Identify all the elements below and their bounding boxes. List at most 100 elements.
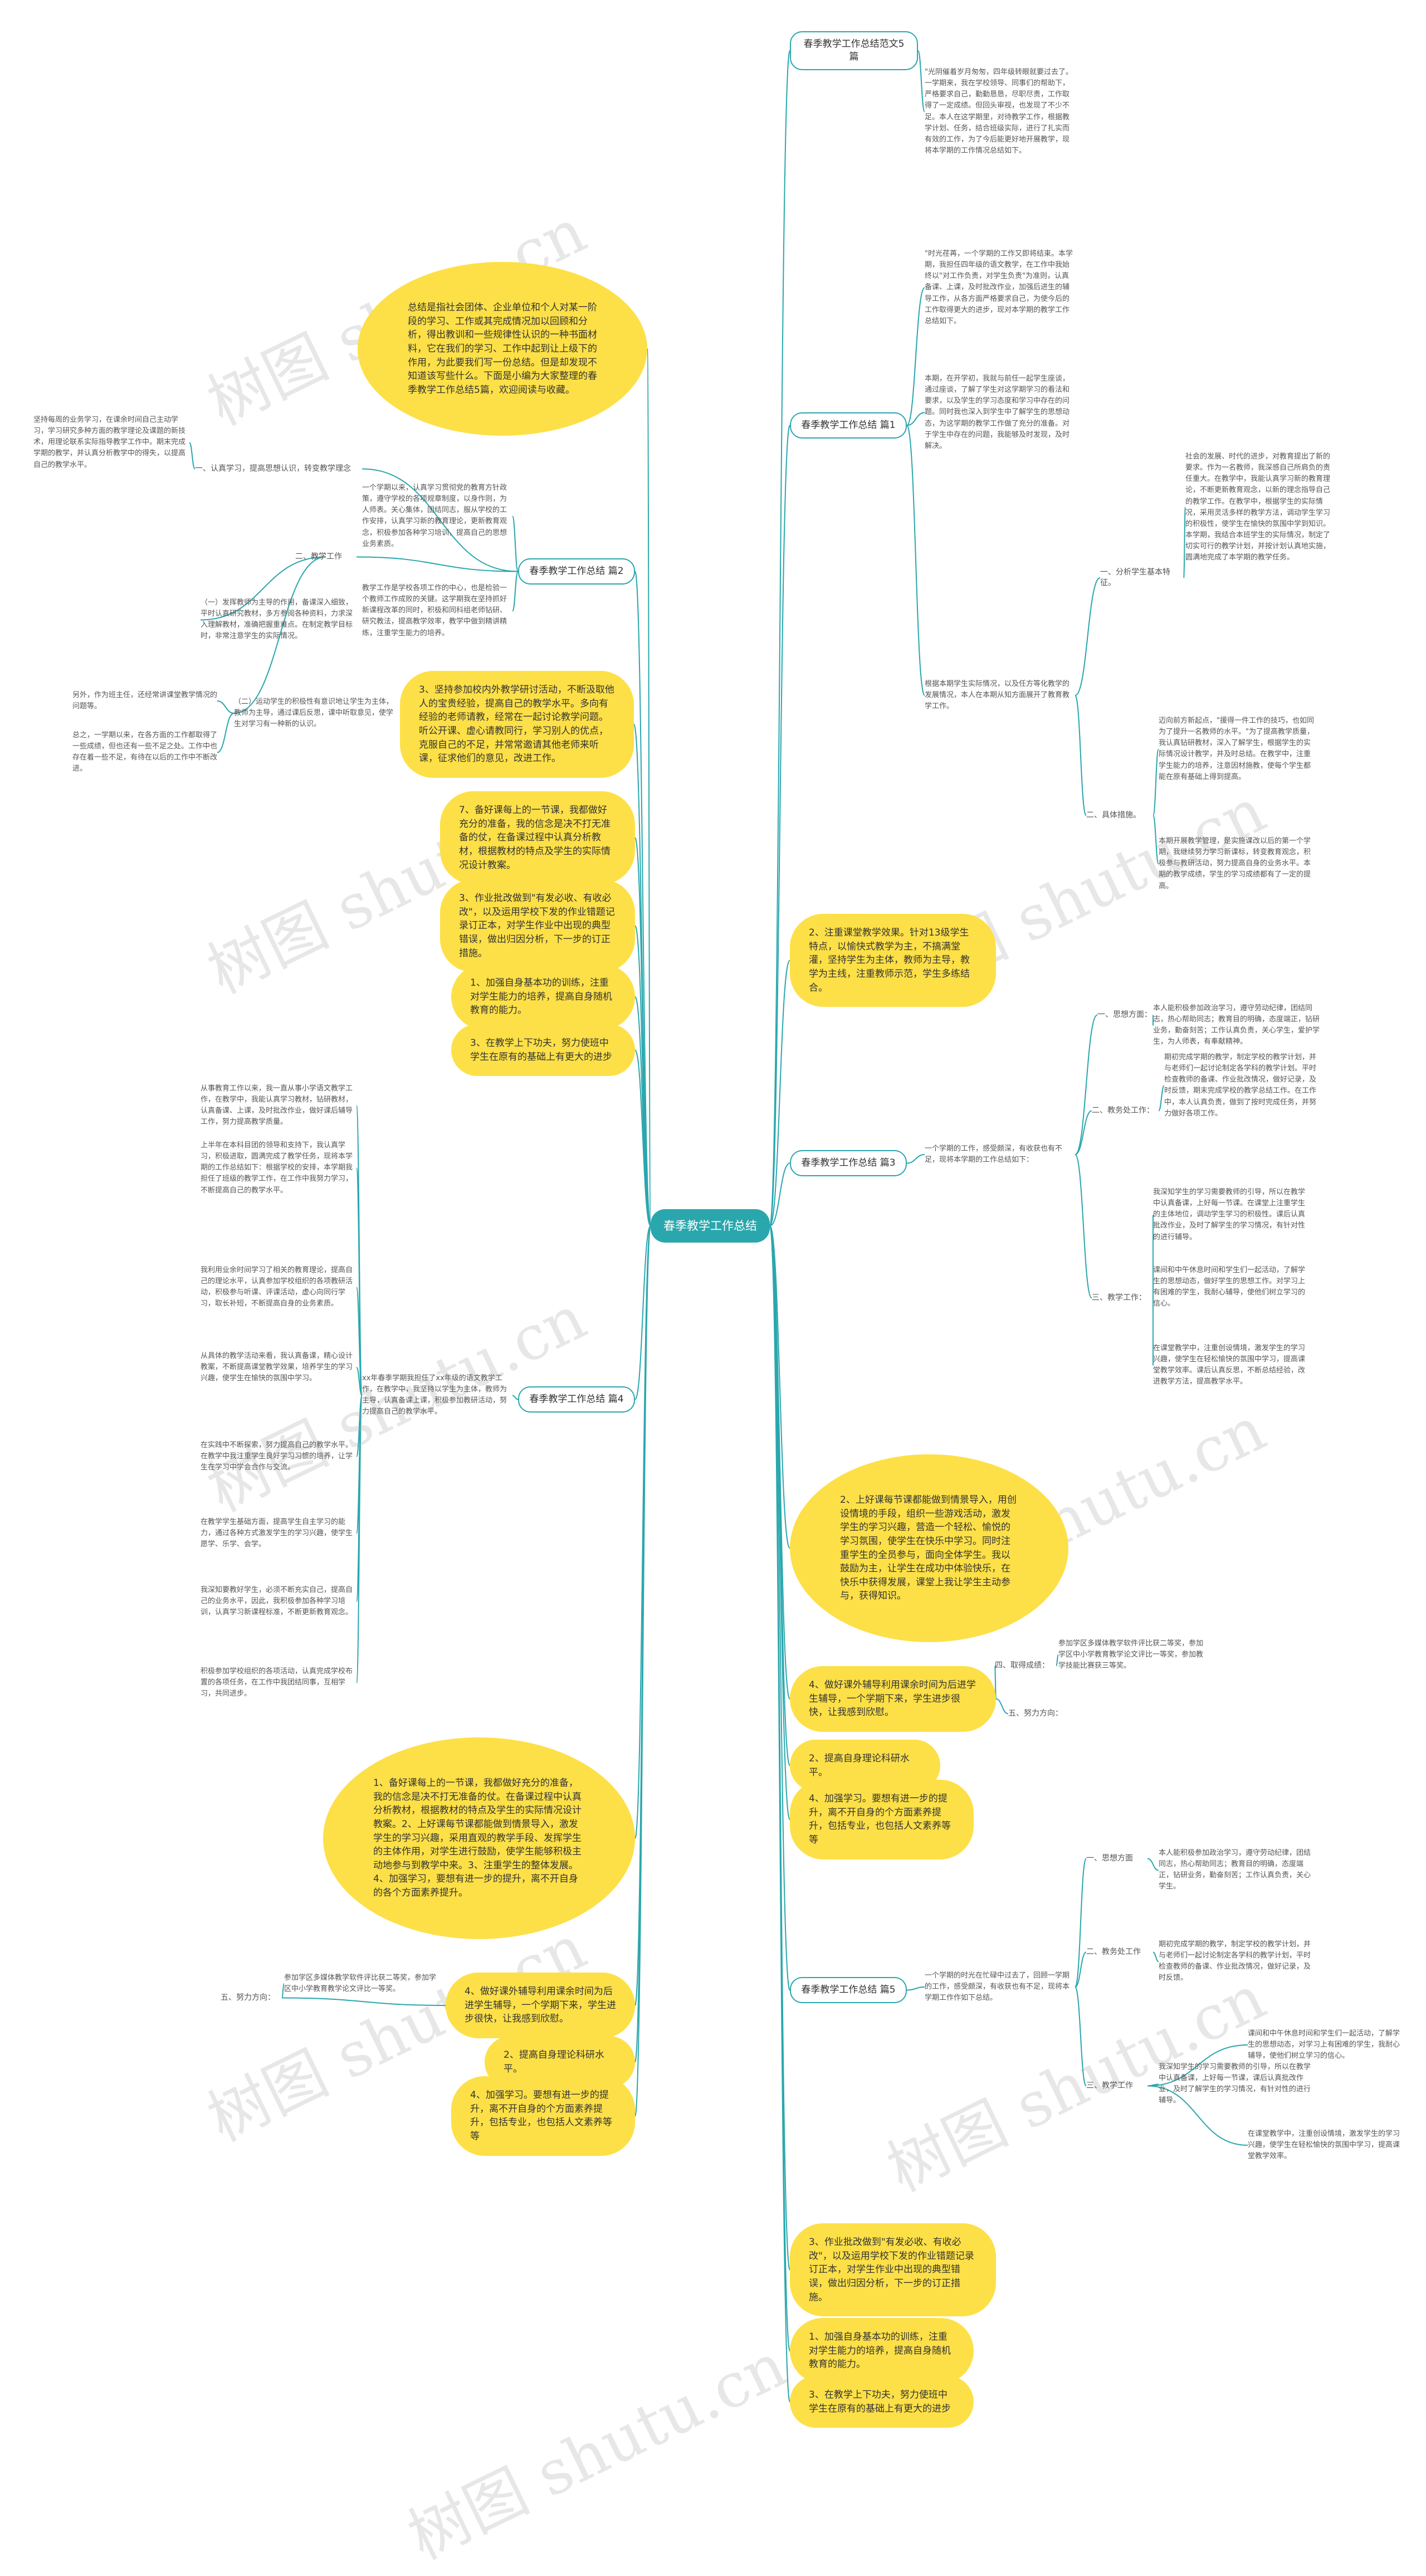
connector-line (769, 1225, 790, 2403)
root-topic[interactable]: 春季教学工作总结 (651, 1209, 770, 1243)
leaf-text: 期初完成学期的教学，制定学校的教学计划，并与老师们一起讨论制定各学科的教学计划，… (1159, 1940, 1311, 1983)
bubble-2-lessons: 2、上好课每节课都能做到情景导入，用创设情境的手段，组织一些游戏活动，激发学生的… (790, 1454, 1068, 1643)
connector-line (356, 556, 519, 572)
connector-line (917, 50, 925, 113)
leaf-text: 课间和中午休息时间和学生们一起活动，了解学生的思想动态，做好学生的思想工作。对学… (1153, 1266, 1306, 1308)
connector-line (995, 1698, 1009, 1715)
bubble-3-research: 3、坚持参加校内外教学研讨活动，不断汲取他人的宝贵经验，提高自己的教学水平。多向… (400, 671, 634, 778)
leaf-text: 一个学期以来，认真学习贯彻党的教育方针政策，遵守学校的各项规章制度，以身作则，为… (362, 484, 507, 548)
branch-article-5[interactable]: 春季教学工作总结 篇5 (790, 1977, 907, 2003)
leaf-text: 在课堂教学中，注重创设情境，激发学生的学习兴趣，使学生在轻松愉快的氛围中学习，提… (1248, 2130, 1400, 2161)
leaf-text: 本人能积极参加政治学习，遵守劳动纪律，团结同志，热心帮助同志；教育目的明确，态度… (1159, 1849, 1311, 1891)
connector-line (1075, 695, 1087, 816)
connector-line (769, 1225, 790, 1549)
intro-bubble: 总结是指社会团体、企业单位和个人对某一阶段的学习、工作或其完成情况加以回顾和分析… (358, 262, 647, 436)
connector-line (217, 713, 235, 753)
bubble-7-prepare: 7、备好课每上的一节课，我都做好充分的准备，我的信念是决不打无准备的仗，在备课过… (440, 791, 635, 885)
connector-line (281, 1983, 285, 1999)
mindmap-connectors (189, 50, 1248, 2403)
connector-line (634, 1225, 651, 2117)
sub-label: 三、教学工作： (1092, 1293, 1146, 1302)
leaf-text: "光阴催着岁月匆匆，四年级转眼就要过去了。一学期来，我在学校领导、同事们的帮助下… (925, 68, 1073, 155)
bubble-2-classroom: 2、注重课堂教学效果。针对13级学生特点，以愉快式教学为主，不搞满堂灌，坚持学生… (790, 914, 996, 1007)
sub-label: 二、教务处工作： (1092, 1106, 1154, 1115)
leaf-text: 在课堂教学中，注重创设情境，激发学生的学习兴趣，使学生在轻松愉快的氛围中学习，提… (1153, 1344, 1306, 1386)
bubble-3-progress: 3、在教学上下功夫，努力使班中学生在原有的基础上有更大的进步 (451, 1024, 635, 1077)
bubble-4-tutoring-b: 4、做好课外辅导利用课余时间为后进学生辅导，一个学期下来，学生进步很快，让我感到… (446, 1973, 635, 2038)
bubble-4-tutoring: 4、做好课外辅导利用课余时间为后进学生辅导，一个学期下来，学生进步很快，让我感到… (790, 1666, 996, 1732)
connector-line (906, 1154, 925, 1164)
branch-article-4[interactable]: 春季教学工作总结 篇4 (518, 1386, 635, 1413)
connector-line (769, 425, 790, 1226)
branch-article-3[interactable]: 春季教学工作总结 篇3 (790, 1150, 907, 1176)
leaf-text: 一个学期的工作，感受颇深，有收获也有不足，现将本学期的工作总结如下： (925, 1145, 1063, 1165)
connector-line (769, 50, 790, 1226)
leaf-text: 教学工作是学校各项工作的中心，也是检验一个教师工作成败的关键。这学期我在坚持抓好… (362, 584, 507, 637)
connector-line (647, 348, 651, 1226)
connector-line (1147, 1858, 1159, 1871)
bubble-1-skills-b: 1、加强自身基本功的训练，注重对学生能力的培养，提高自身随机教育的能力。 (790, 2318, 974, 2384)
connector-line (634, 925, 651, 1226)
connector-line (1183, 507, 1186, 578)
branch-title[interactable]: 春季教学工作总结范文5篇 (790, 31, 918, 70)
leaf-text: 根据本期学生实际情况，以及任方等化教学的发展情况，本人在本期从知方面展开了教育教… (925, 680, 1070, 711)
leaf-text: 期初完成学期的教学，制定学校的教学计划，并与老师们一起讨论制定各学科的教学计划。… (1164, 1053, 1317, 1118)
leaf-text: 从具体的教学活动来看，我认真备课，精心设计教案，不断提高课堂教学效果，培养学生的… (201, 1352, 353, 1383)
leaf-text: 迈向前方新起点，"援得一件工作的技巧，也如同为了提升一名教师的水平。"为了提高教… (1159, 717, 1314, 781)
connector-line (512, 1395, 519, 1400)
connector-line (769, 1225, 790, 1820)
connector-line (634, 1049, 651, 1226)
connector-line (1075, 1110, 1092, 1155)
connector-line (634, 1225, 651, 1400)
leaf-text: 上半年在本科目团的领导和支持下，我认真学习，积极进取，圆满完成了教学任务，现将本… (201, 1141, 353, 1195)
connector-line (1075, 577, 1101, 696)
sub-label: 五、努力方向： (221, 1993, 275, 2002)
bubble-3-homework-b: 3、作业批改做到"有发必收、有收必改"，以及运用学校下发的作业错题记录订正本，对… (790, 2223, 996, 2317)
branch-article-1[interactable]: 春季教学工作总结 篇1 (790, 412, 907, 439)
connector-line (634, 571, 651, 1226)
leaf-text: 本期，在开学初，我就与前任一起学生座谈，通过座谈，了解了学生对这学期学习的看法和… (925, 374, 1070, 450)
sub-label: 四、取得成绩： (995, 1661, 1049, 1670)
connector-line (1056, 1654, 1059, 1667)
connector-line (906, 425, 925, 696)
connector-line (512, 571, 519, 612)
leaf-text: 本期开展教学管理，是实施课改以后的第一个学期，我继续努力学习新课标，转变教育观念… (1159, 837, 1311, 890)
connector-line (217, 700, 235, 714)
leaf-text: 另外，作为班主任，还经常讲课堂教学情况的问题等。 (72, 691, 218, 711)
connector-line (633, 724, 651, 1226)
leaf-text: （二）运动学生的积极性有意识地让学生为主体，教师为主导，通过课后反思，课中听取意… (234, 698, 394, 729)
connector-line (356, 1395, 363, 1683)
connector-line (1152, 815, 1159, 865)
connector-line (189, 442, 196, 470)
connector-line (1075, 1858, 1087, 1988)
connector-line (356, 1287, 363, 1396)
leaf-text: 从事教育工作以来，我一直从事小学语文教学工作，在教学中，我能认真学习教材，钻研教… (201, 1084, 353, 1127)
leaf-text: 课间和中午休息时间和学生们一起活动，了解学生的思想动态，对学习上有困难的学生，我… (1248, 2029, 1400, 2061)
leaf-text: （一）发挥教师为主导的作用，备课深入细致，平时认真研究教材，多方参阅各种资料，力… (201, 598, 353, 641)
connector-line (769, 960, 790, 1226)
bubble-3-homework: 3、作业批改做到"有发必收、有收必改"，以及运用学校下发的作业错题记录订正本，对… (440, 879, 635, 973)
connector-line (906, 412, 925, 426)
leaf-text: 坚持每周的业务学习，在课余时间自己主动学习，学习研究多种方面的教学理论及课题的新… (33, 416, 186, 469)
leaf-text: 一个学期的时光在忙碌中过去了，回顾一学期的工作，感受颇深，有收获也有不足，现将本… (925, 1971, 1070, 2003)
sub-label: 一、思想方面 (1086, 1854, 1133, 1863)
sub-label: 二、教学工作 (295, 552, 342, 561)
connector-line (1152, 748, 1159, 816)
sub-label: 一、思想方面： (1097, 1010, 1152, 1019)
connector-line (356, 1367, 363, 1396)
connector-line (906, 1986, 925, 1991)
leaf-text: 本人能积极参加政治学习，遵守劳动纪律，团结同志，热心帮助同志；教育目的明确，态度… (1153, 1004, 1320, 1046)
leaf-text: 我深知学生的学习需要教师的引导，所以在教学中认真备课，上好每一节课。在课堂上注重… (1153, 1188, 1306, 1241)
leaf-text: "时光荏苒，一个学期的工作又即将结束。本学期，我担任四年级的语文教学，在工作中我… (925, 250, 1073, 325)
leaf-text: 我深知要教好学生，必须不断充实自己，提高自己的业务水平，因此，我积极参加各种学习… (201, 1586, 353, 1617)
connector-line (1075, 1014, 1098, 1155)
bubble-1-skills: 1、加强自身基本功的训练，注重对学生能力的培养，提高自身随机教育的能力。 (451, 964, 635, 1030)
bubble-4-study: 4、加强学习。要想有进一步的提升，离不开自身的个方面素养提升，包括专业，也包括人… (790, 1780, 974, 1859)
sub-label: 二、教务处工作 (1086, 1947, 1141, 1956)
sub-label: 二、具体措施。 (1086, 811, 1141, 820)
connector-line (1147, 2085, 1248, 2146)
sub-label: 一、分析学生基本特征。 (1100, 568, 1170, 587)
branch-article-2[interactable]: 春季教学工作总结 篇2 (518, 558, 635, 585)
connector-line (1152, 1951, 1159, 1963)
sub-label: 一、认真学习，提高思想认识，转变教学理念 (195, 464, 351, 473)
